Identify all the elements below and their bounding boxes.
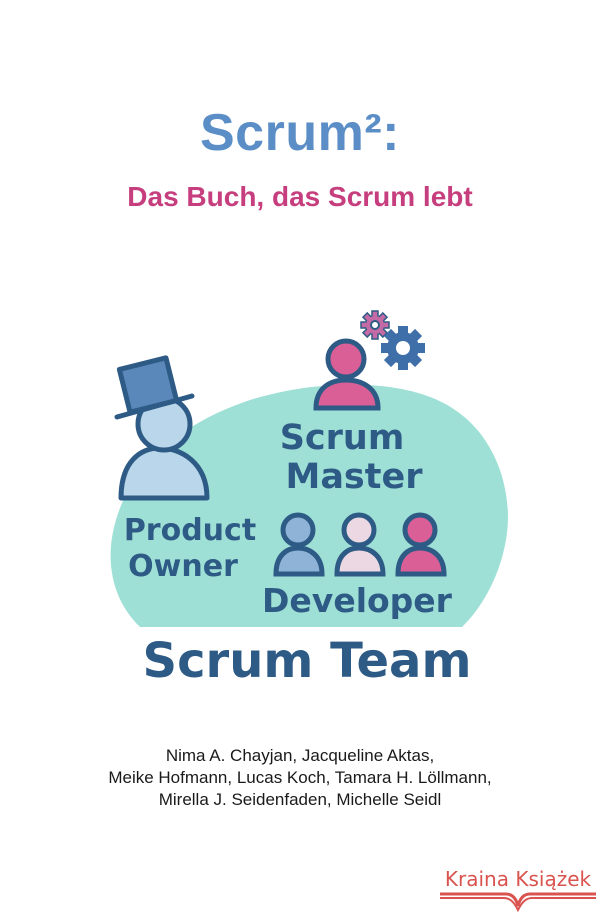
gear-icons (360, 310, 425, 370)
product-owner-label-line1: Product (124, 513, 256, 548)
scrum-master-label-line1: Scrum (280, 418, 405, 458)
author-list: Nima A. Chayjan, Jacqueline Aktas, Meike… (0, 745, 600, 811)
product-owner-label-line2: Owner (128, 549, 238, 584)
scrum-master-icon (313, 338, 381, 411)
small-gear-icon (360, 310, 390, 340)
scrum-master-label-line2: Master (285, 457, 423, 497)
author-line-3: Mirella J. Seidenfaden, Michelle Seidl (158, 790, 442, 809)
author-line-1: Nima A. Chayjan, Jacqueline Aktas, (165, 746, 435, 765)
book-title: Scrum²: (200, 104, 400, 162)
publisher-logo: Kraina Książek (440, 867, 596, 912)
scrum-team-label: Scrum Team (143, 633, 472, 689)
developer-label: Developer (262, 581, 453, 620)
publisher-name: Kraina Książek (445, 867, 592, 891)
book-subtitle: Das Buch, das Scrum lebt (127, 181, 473, 212)
developer-icon-blue (273, 512, 325, 577)
open-book-icon (440, 892, 596, 907)
large-gear-icon (381, 326, 425, 370)
author-line-2: Meike Hofmann, Lucas Koch, Tamara H. Löl… (108, 768, 492, 787)
scrum-team-illustration: Scrum Master Product Owner Developer Scr… (110, 310, 508, 689)
product-owner-icon (114, 355, 210, 501)
developer-icon-light-pink (334, 512, 386, 577)
developer-icon-pink (395, 512, 447, 577)
